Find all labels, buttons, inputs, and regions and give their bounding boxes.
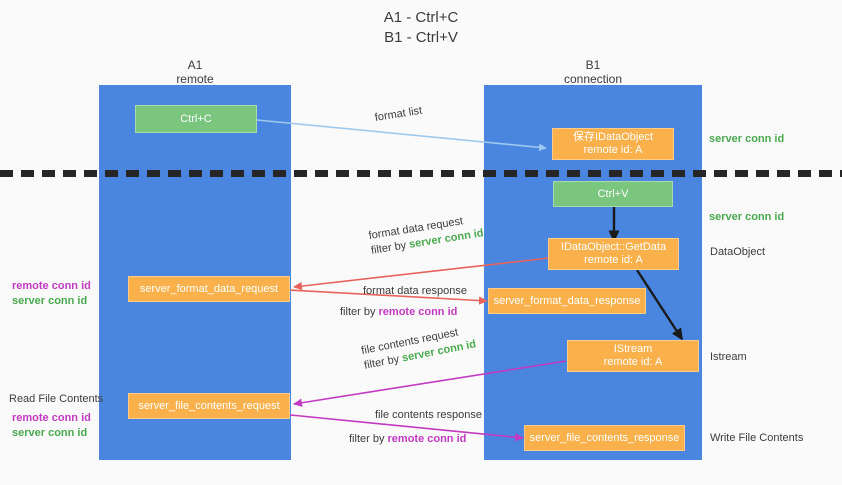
edge-label-format-data-request: format data request filter by server con… bbox=[367, 215, 485, 257]
title-line-1: A1 - Ctrl+C bbox=[383, 9, 459, 26]
node-server-file-contents-response[interactable]: server_file_contents_response bbox=[524, 425, 685, 451]
node-server-format-data-response[interactable]: server_format_data_response bbox=[488, 288, 646, 314]
right-label-server-conn-id-1: server conn id bbox=[709, 133, 785, 145]
edge-label-file-contents-response-filter: filter by remote conn id bbox=[349, 433, 467, 445]
edge-label-format-data-response-filter: filter by remote conn id bbox=[340, 306, 458, 318]
left-label-remote-conn-id-2: remote conn id bbox=[12, 412, 91, 424]
node-istream-sub: remote id: A bbox=[603, 356, 663, 368]
title-line-2: B1 - Ctrl+V bbox=[384, 29, 458, 46]
node-ctrl-v[interactable]: Ctrl+V bbox=[553, 181, 673, 207]
node-save-idataobject-sub: remote id: A bbox=[583, 144, 643, 156]
left-label-server-conn-id-2: server conn id bbox=[12, 427, 88, 439]
node-server-file-contents-response-label: server_file_contents_response bbox=[529, 431, 680, 444]
page-title: A1 - Ctrl+C B1 - Ctrl+V bbox=[0, 8, 842, 48]
node-server-file-contents-request-label: server_file_contents_request bbox=[138, 399, 280, 412]
right-label-dataobject: DataObject bbox=[710, 246, 766, 258]
left-label-server-conn-id-1: server conn id bbox=[12, 295, 88, 307]
node-server-format-data-request-label: server_format_data_request bbox=[139, 282, 279, 295]
node-idataobject-getdata[interactable]: IDataObject::GetData remote id: A bbox=[548, 238, 679, 270]
edge-label-file-contents-response: file contents response bbox=[375, 409, 483, 421]
edge-label-format-list: format list bbox=[373, 104, 423, 124]
right-label-istream: Istream bbox=[710, 351, 747, 363]
column-header-b1: B1 connection bbox=[485, 58, 701, 86]
column-header-a1-sub: remote bbox=[176, 72, 214, 86]
column-header-a1: A1 remote bbox=[100, 58, 290, 86]
node-save-idataobject[interactable]: 保存IDataObject remote id: A bbox=[552, 128, 674, 160]
right-label-server-conn-id-2: server conn id bbox=[709, 211, 785, 223]
separator-dashed-line bbox=[0, 170, 842, 177]
node-ctrl-c-label: Ctrl+C bbox=[180, 112, 212, 125]
column-header-a1-name: A1 bbox=[187, 58, 203, 72]
filter-value-remote-conn-id-2: remote conn id bbox=[387, 433, 467, 445]
node-ctrl-c[interactable]: Ctrl+C bbox=[135, 105, 257, 133]
node-server-format-data-response-label: server_format_data_response bbox=[493, 294, 641, 307]
node-save-idataobject-label: 保存IDataObject bbox=[572, 131, 654, 143]
edge-label-format-data-response: format data response bbox=[363, 285, 467, 297]
right-label-write-file-contents: Write File Contents bbox=[710, 432, 804, 444]
left-label-read-file-contents: Read File Contents bbox=[9, 393, 104, 405]
filter-value-remote-conn-id-1: remote conn id bbox=[378, 306, 458, 318]
node-istream-label: IStream bbox=[613, 343, 653, 355]
node-idataobject-getdata-sub: remote id: A bbox=[584, 254, 643, 266]
node-server-file-contents-request[interactable]: server_file_contents_request bbox=[128, 393, 290, 419]
node-ctrl-v-label: Ctrl+V bbox=[597, 187, 629, 200]
edge-label-file-contents-request: file contents request filter by server c… bbox=[360, 326, 478, 372]
node-istream[interactable]: IStream remote id: A bbox=[567, 340, 699, 372]
node-server-format-data-request[interactable]: server_format_data_request bbox=[128, 276, 290, 302]
column-header-b1-sub: connection bbox=[563, 72, 623, 86]
left-label-remote-conn-id-1: remote conn id bbox=[12, 280, 91, 292]
node-idataobject-getdata-label: IDataObject::GetData bbox=[560, 241, 667, 253]
column-header-b1-name: B1 bbox=[585, 58, 601, 72]
